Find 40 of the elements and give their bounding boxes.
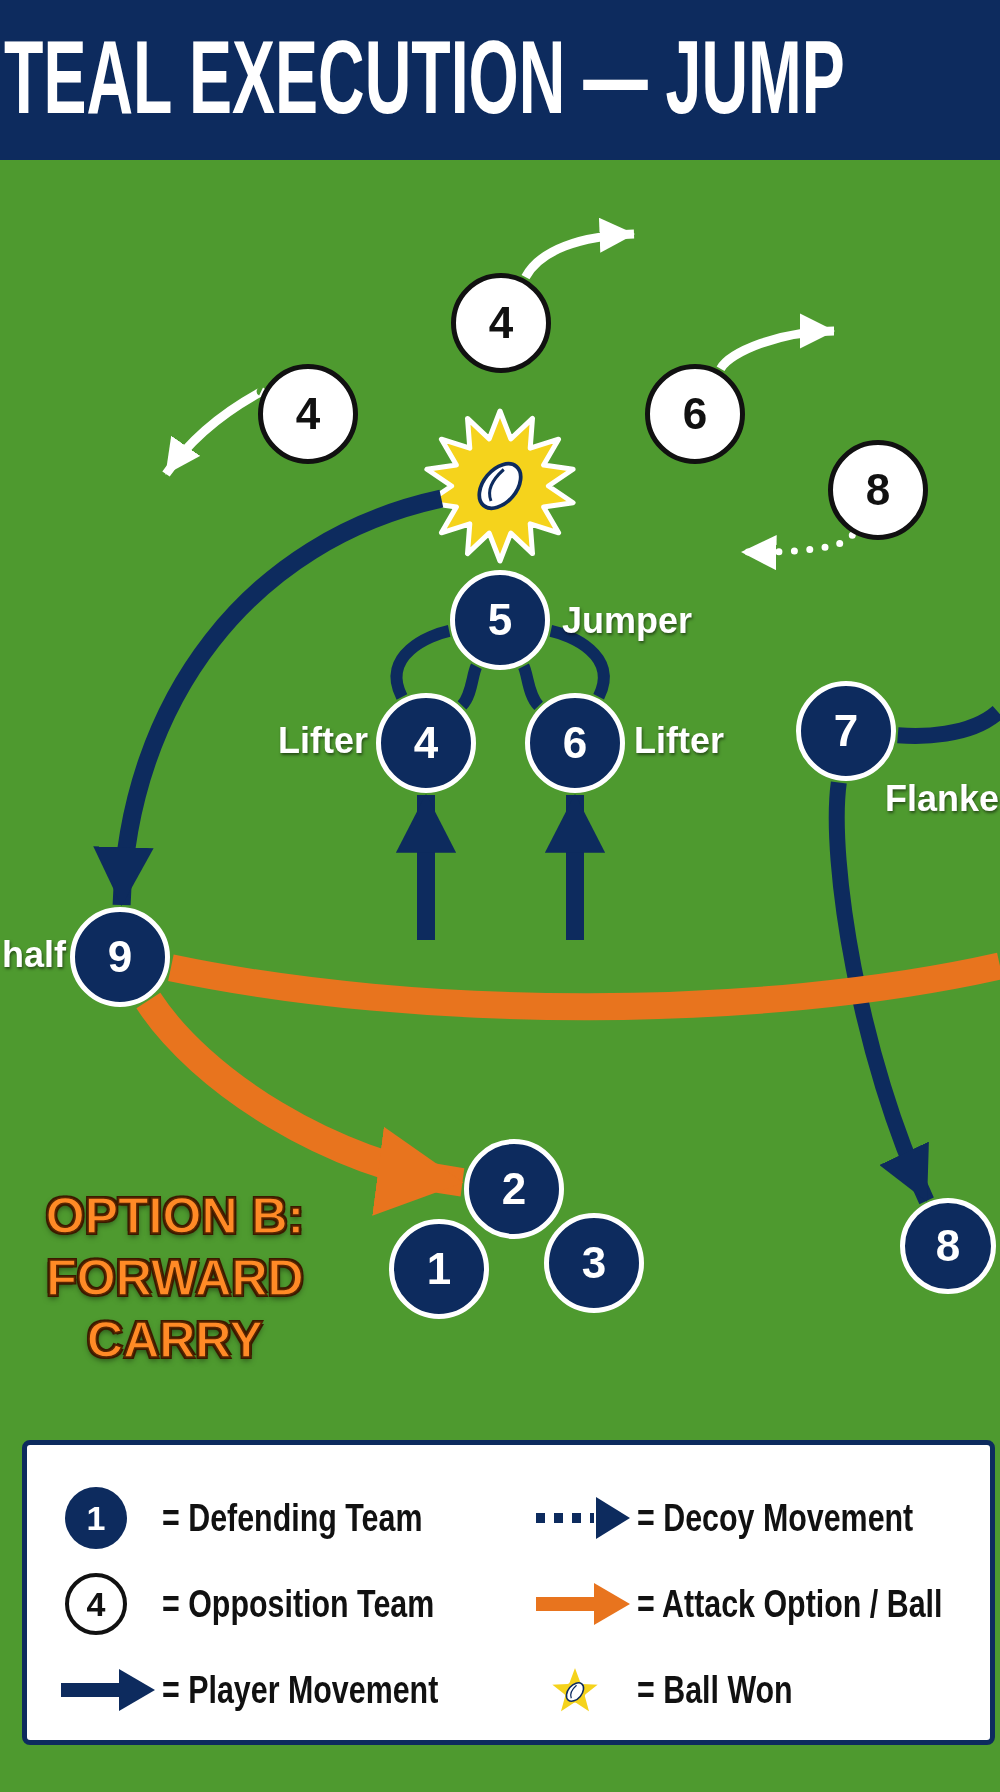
role-label: Flanke <box>885 778 1000 820</box>
swatch-number: 4 <box>86 1584 106 1624</box>
title: TEAL EXECUTION — JUMP <box>4 22 845 132</box>
defending-player-circle: 9 <box>70 907 170 1007</box>
movement-line <box>457 664 482 710</box>
movement-line <box>518 664 544 710</box>
movement-arrow <box>96 490 444 906</box>
movement-arrow <box>162 387 264 477</box>
movement-arrow <box>828 781 934 1205</box>
role-label: half <box>2 934 66 976</box>
swatch-number: 1 <box>86 1498 106 1538</box>
role-label: Lifter <box>634 720 724 762</box>
opposition-player-circle: 4 <box>451 273 551 373</box>
option-label: OPTION B: FORWARD CARRY <box>44 1187 306 1370</box>
opposition-player-circle: 8 <box>828 440 928 540</box>
defending-player-circle: 3 <box>544 1213 644 1313</box>
defending-player-circle: 6 <box>525 693 625 793</box>
defending-player-circle: 5 <box>450 570 550 670</box>
legend-text: = Ball Won <box>637 1668 793 1712</box>
defending-player-circle: 4 <box>376 693 476 793</box>
movement-arrow <box>521 218 635 280</box>
defending-player-circle: 1 <box>389 1219 489 1319</box>
movement-line <box>168 952 1000 1021</box>
opposition-player-circle: 4 <box>258 364 358 464</box>
role-label: Jumper <box>562 600 693 642</box>
movement-arrow <box>395 794 457 940</box>
movement-arrow <box>136 992 465 1213</box>
defending-player-circle: 7 <box>796 681 896 781</box>
opposition-player-circle: 6 <box>645 364 745 464</box>
legend-text: = Decoy Movement <box>637 1496 914 1540</box>
legend-text: = Player Movement <box>162 1668 439 1712</box>
legend-text: = Defending Team <box>162 1496 423 1540</box>
legend-text: = Attack Option / Ball <box>637 1582 943 1626</box>
legend-text: = Opposition Team <box>162 1582 435 1626</box>
defending-player-circle: 2 <box>464 1139 564 1239</box>
defending-player-circle: 8 <box>900 1198 996 1294</box>
movement-line <box>897 705 1000 744</box>
movement-arrow <box>716 314 835 372</box>
movement-arrow <box>544 794 606 940</box>
role-label: Lifter <box>278 720 368 762</box>
